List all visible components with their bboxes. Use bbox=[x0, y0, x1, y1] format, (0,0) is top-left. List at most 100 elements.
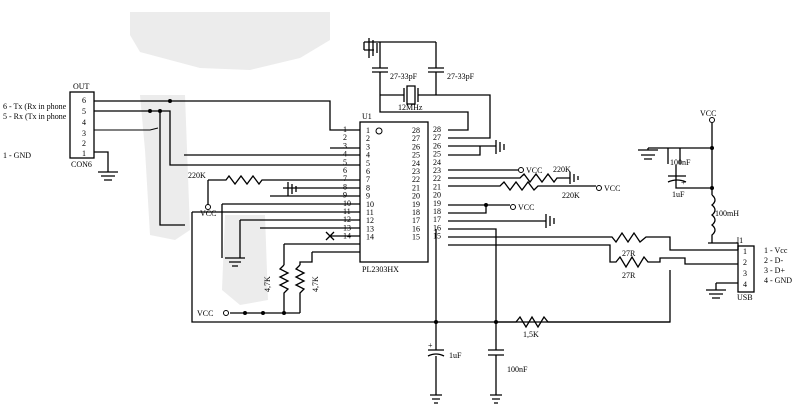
con6-note-gnd: 1 - GND bbox=[3, 151, 31, 160]
ic-pin-out-5: 5 bbox=[343, 158, 347, 167]
r47k-b-label: 4,7K bbox=[311, 276, 320, 292]
vcc-label-pin20: VCC bbox=[518, 203, 534, 212]
cap-usb-plus: + bbox=[681, 178, 686, 187]
ic-pin-in-19: 19 bbox=[412, 200, 420, 209]
vcc-terminal-usb bbox=[709, 117, 715, 123]
ic-pin-in-17: 17 bbox=[412, 216, 420, 225]
usb-note-vcc: 1 - Vcc bbox=[764, 246, 788, 255]
inductor-label: 100mH bbox=[715, 209, 739, 218]
ic-pin-in-20: 20 bbox=[412, 192, 420, 201]
r-left-label: 220K bbox=[188, 171, 206, 180]
ic-u1-body bbox=[359, 121, 429, 263]
ic-pin-out-4: 4 bbox=[343, 150, 347, 159]
usb-note-dminus: 2 - D- bbox=[764, 256, 783, 265]
erased-smudge-mid bbox=[222, 215, 268, 305]
ic-pin-in-12: 12 bbox=[366, 216, 374, 225]
con6-pin-5: 5 bbox=[82, 107, 86, 116]
vcc-terminal-pin22 bbox=[596, 185, 602, 191]
con6-note-rx: 5 - Rx (Tx in phone bbox=[3, 112, 67, 121]
ic-pin-out-2: 2 bbox=[343, 133, 347, 142]
con6-name: CON6 bbox=[71, 160, 92, 169]
ic-pin-in-10: 10 bbox=[366, 200, 374, 209]
vcc-terminal-bottom bbox=[223, 310, 229, 316]
ic-pin-in-27: 27 bbox=[412, 134, 420, 143]
r15k-label: 1,5K bbox=[523, 330, 539, 339]
ic-pin-out-20: 20 bbox=[433, 191, 441, 200]
usb-name: USB bbox=[737, 293, 753, 302]
usb-ref: J1 bbox=[736, 236, 743, 245]
con6-note-tx: 6 - Tx (Rx in phone bbox=[3, 102, 67, 111]
ic-pin-out-28: 28 bbox=[433, 125, 441, 134]
usb-note-gnd: 4 - GND bbox=[764, 276, 792, 285]
ic-pin-in-9: 9 bbox=[366, 192, 370, 201]
r27-b-label: 27R bbox=[622, 271, 636, 280]
erased-smudge-left bbox=[140, 95, 190, 240]
ic-pin-out-22: 22 bbox=[433, 174, 441, 183]
ic-pin-in-18: 18 bbox=[412, 208, 420, 217]
usb-pin-4: 4 bbox=[743, 280, 747, 289]
ic-pin-out-18: 18 bbox=[433, 207, 441, 216]
vcc-label-pin24: VCC bbox=[526, 166, 542, 175]
ic-pin-out-26: 26 bbox=[433, 141, 441, 150]
junction-dots bbox=[158, 109, 488, 207]
con6-pin-1: 1 bbox=[82, 149, 86, 158]
usb-note-dplus: 3 - D+ bbox=[764, 266, 785, 275]
r-right-top-label: 220K bbox=[553, 165, 571, 174]
ic-pin-in-28: 28 bbox=[412, 126, 420, 135]
usb-pin-2: 2 bbox=[743, 258, 747, 267]
ic-u1-part: PL2303HX bbox=[362, 265, 399, 274]
ic-pin-in-4: 4 bbox=[366, 151, 370, 160]
ic-pin-out-23: 23 bbox=[433, 166, 441, 175]
ic-pin-out-6: 6 bbox=[343, 166, 347, 175]
cap-100nf-label: 100nF bbox=[507, 365, 528, 374]
ic-pin-in-23: 23 bbox=[412, 167, 420, 176]
ic-pin-in-14: 14 bbox=[366, 233, 374, 242]
ic-pin-in-24: 24 bbox=[412, 159, 420, 168]
ic-pin-in-25: 25 bbox=[412, 151, 420, 160]
usb-pin-3: 3 bbox=[743, 269, 747, 278]
ic-pin-out-15: 15 bbox=[433, 232, 441, 241]
cap-1uf-label: 1uF bbox=[449, 351, 462, 360]
con6-connector: OUT CON6 6 5 4 3 2 1 6 - Tx (Rx in phone… bbox=[3, 82, 360, 226]
cap-right-label: 27-33pF bbox=[447, 72, 475, 81]
r27-a-label: 27R bbox=[622, 249, 636, 258]
ic-u1-pin1-mark bbox=[375, 127, 383, 135]
con6-pin-2: 2 bbox=[82, 139, 86, 148]
con6-pin-6: 6 bbox=[82, 96, 86, 105]
usb-pin-1: 1 bbox=[743, 247, 747, 256]
ic-pin-out-27: 27 bbox=[433, 133, 441, 142]
ic-pin-out-17: 17 bbox=[433, 215, 441, 224]
ic-pin-in-22: 22 bbox=[412, 175, 420, 184]
left-wiring: VCC 220K 4,7K 4,7K VCC bbox=[184, 147, 671, 323]
ic-pin-out-19: 19 bbox=[433, 199, 441, 208]
ic-pin-in-1: 1 bbox=[366, 126, 370, 135]
ic-pin-out-16: 16 bbox=[433, 223, 441, 232]
ic-pin-in-6: 6 bbox=[366, 167, 370, 176]
ic-pin-in-13: 13 bbox=[366, 224, 374, 233]
ic-pin-in-26: 26 bbox=[412, 142, 420, 151]
vcc-terminal-pin20 bbox=[510, 204, 516, 210]
ic-pin-in-7: 7 bbox=[366, 175, 370, 184]
ic-pin-out-8: 8 bbox=[343, 182, 347, 191]
crystal-label: 12MHz bbox=[398, 103, 423, 112]
vcc-label-pin22: VCC bbox=[604, 184, 620, 193]
cap-usb-100nf-label: 100nF bbox=[670, 158, 691, 167]
ic-u1-ref: U1 bbox=[362, 112, 372, 121]
cap-usb-1uf-label: 1uF bbox=[672, 190, 685, 199]
ic-pin-out-7: 7 bbox=[343, 174, 347, 183]
vcc-label-left: VCC bbox=[200, 209, 216, 218]
ic-pin-out-3: 3 bbox=[343, 141, 347, 150]
ic-pin-out-25: 25 bbox=[433, 150, 441, 159]
cap-left-label: 27-33pF bbox=[390, 72, 418, 81]
vcc-terminal-left bbox=[205, 204, 211, 210]
vcc-label-bottom: VCC bbox=[197, 309, 213, 318]
con6-pin-4: 4 bbox=[82, 118, 86, 127]
ic-pin-in-8: 8 bbox=[366, 183, 370, 192]
cap-1uf-plus: + bbox=[428, 341, 433, 350]
usb-connector: J1 USB 1 2 3 4 1 - Vcc 2 - D- 3 - D+ 4 -… bbox=[638, 109, 792, 302]
ic-pin-out-9: 9 bbox=[343, 191, 347, 200]
ic-pin-in-15: 15 bbox=[412, 233, 420, 242]
ic-pin-out-24: 24 bbox=[433, 158, 441, 167]
ic-pin-out-21: 21 bbox=[433, 182, 441, 191]
